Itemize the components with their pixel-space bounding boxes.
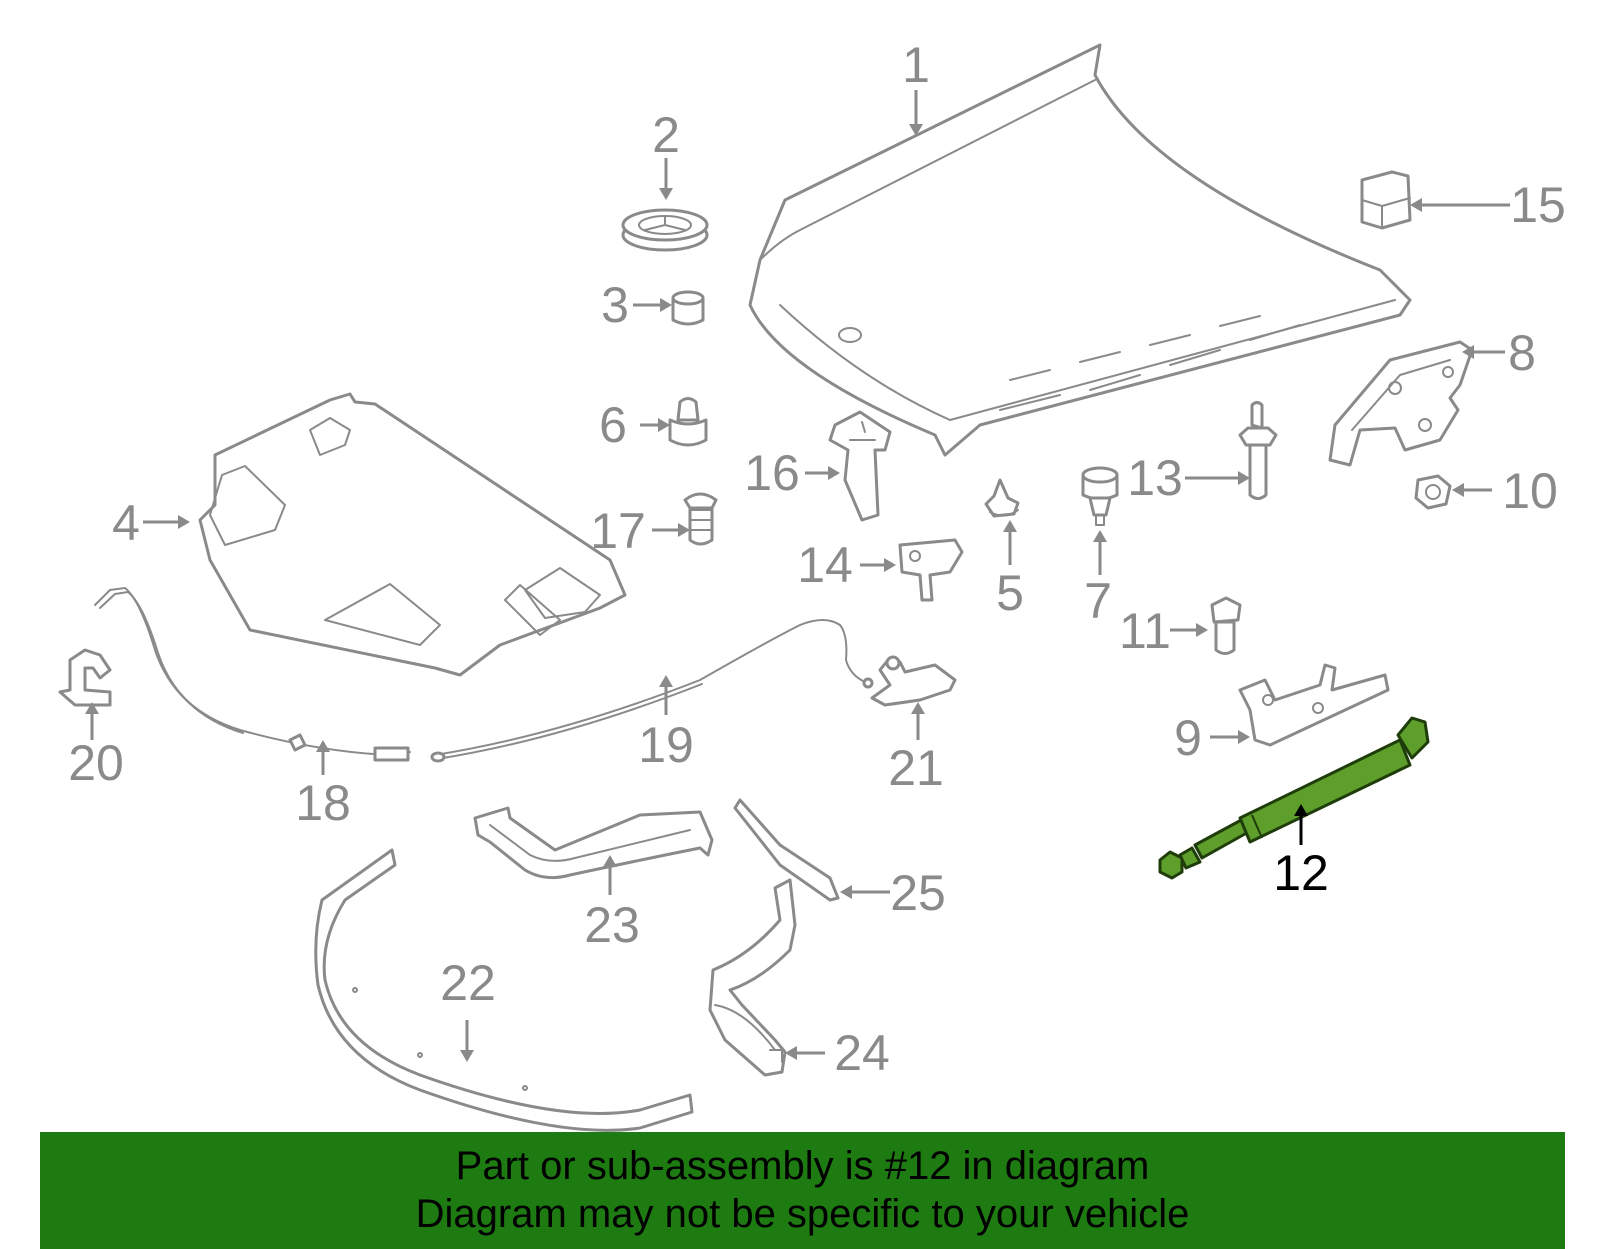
callout-20: 20 [68, 735, 124, 791]
callout-17: 17 [590, 503, 646, 559]
callout-21: 21 [888, 740, 944, 796]
callout-11: 11 [1119, 603, 1171, 659]
part-20-clip[interactable] [58, 648, 112, 707]
callout-6: 6 [599, 397, 627, 453]
callout-10: 10 [1502, 463, 1558, 519]
part-23-air-guide[interactable] [473, 806, 714, 880]
part-7-buffer[interactable] [1081, 466, 1119, 526]
part-11-bolt[interactable] [1210, 596, 1242, 655]
callout-5: 5 [996, 565, 1024, 621]
callout-22: 22 [440, 955, 496, 1011]
callout-12: 12 [1273, 845, 1329, 901]
callout-3: 3 [601, 277, 629, 333]
part-25-seal-strip[interactable] [733, 798, 840, 902]
part-1-hood[interactable] [748, 43, 1412, 457]
part-8-hinge[interactable] [1328, 340, 1474, 467]
part-5-clip[interactable] [984, 478, 1020, 518]
part-16-bracket[interactable] [828, 410, 892, 522]
banner-line-disclaimer: Diagram may not be specific to your vehi… [415, 1192, 1190, 1236]
callout-1: 1 [902, 37, 930, 93]
callout-18: 18 [295, 775, 351, 831]
part-14-striker[interactable] [898, 538, 964, 602]
part-24-side-seal[interactable] [708, 878, 797, 1077]
part-12-gas-strut[interactable] [1158, 716, 1430, 880]
part-2-emblem[interactable] [621, 208, 709, 252]
part-17-spring-bumper[interactable] [683, 492, 718, 546]
part-3-grommet[interactable] [671, 290, 705, 326]
part-6-bumper[interactable] [668, 397, 708, 447]
callout-9: 9 [1174, 710, 1202, 766]
callout-16: 16 [744, 445, 800, 501]
callout-15: 15 [1510, 177, 1566, 233]
callout-13: 13 [1127, 450, 1183, 506]
callout-4: 4 [112, 495, 140, 551]
callout-25: 25 [890, 865, 946, 921]
info-banner: Part or sub-assembly is #12 in diagram D… [40, 1132, 1565, 1249]
callout-19: 19 [638, 717, 694, 773]
part-10-nut[interactable] [1414, 474, 1452, 510]
callout-23: 23 [584, 897, 640, 953]
part-22-front-seal[interactable] [314, 848, 694, 1132]
callout-24: 24 [834, 1025, 890, 1081]
part-21-latch[interactable] [870, 655, 957, 707]
callout-leaders [85, 90, 1510, 1062]
callout-numbers: 1 2 3 6 4 17 16 5 7 13 15 8 10 14 11 9 1… [68, 37, 1566, 1081]
banner-line-part: Part or sub-assembly is #12 in diagram [455, 1144, 1150, 1188]
part-15-rubber-stop[interactable] [1360, 170, 1412, 230]
callout-7: 7 [1084, 573, 1112, 629]
part-9-latch-bracket[interactable] [1238, 663, 1390, 747]
part-18-release-cable[interactable] [94, 587, 411, 762]
callout-2: 2 [652, 107, 680, 163]
part-13-stud[interactable] [1238, 401, 1278, 500]
callout-14: 14 [797, 537, 853, 593]
part-4-insulator[interactable] [198, 392, 627, 677]
callout-8: 8 [1508, 325, 1536, 381]
